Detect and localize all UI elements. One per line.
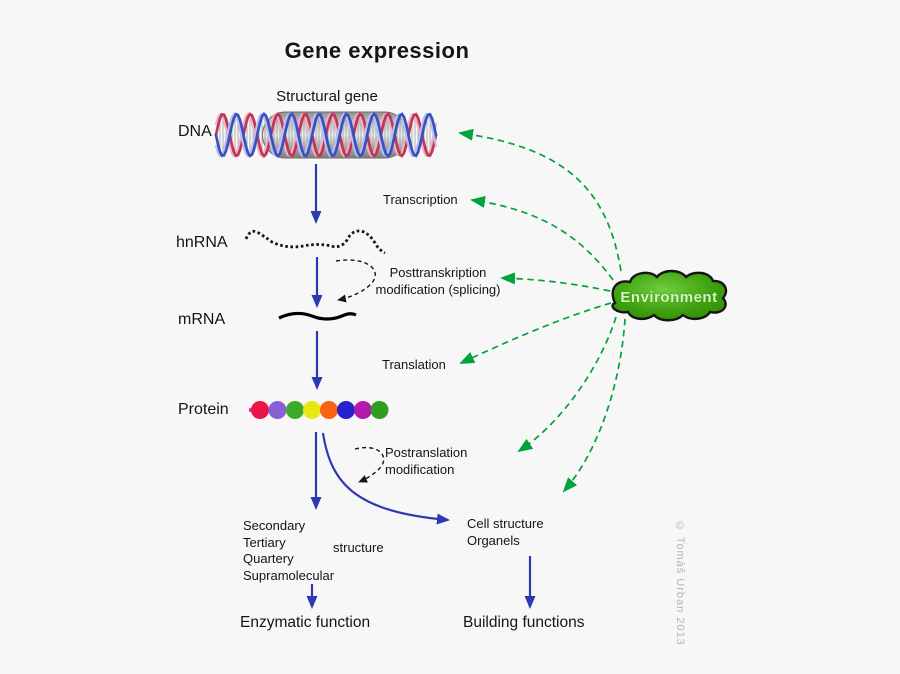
dna-helix-graphic [214,111,438,159]
env-arrow-to-posttranslation [517,316,617,453]
translation-label: Translation [382,357,446,372]
page-title: Gene expression [284,38,470,63]
environment-arrows [458,128,626,493]
dna-label: DNA [178,123,212,140]
building-functions-label: Building functions [463,614,585,631]
structural-gene-label: Structural gene [276,88,378,105]
mrna-strand-graphic [278,311,357,321]
env-arrow-to-transcription [470,195,614,281]
protein-bead [320,401,338,419]
structure-level-tertiary: Tertiary [243,534,286,550]
hnrna-label: hnRNA [176,234,228,251]
env-arrow-to-translation [459,302,612,364]
protein-chain-graphic [249,401,391,419]
posttranslation-line2: modification [385,461,455,477]
protein-label: Protein [178,401,229,418]
cell-structure-line2: Organels [467,532,520,548]
arrow-protein-to-cell-structure [321,432,450,525]
protein-bead [337,401,355,419]
protein-bead [268,401,287,419]
protein-bead [354,401,372,419]
structure-level-quartery: Quartery [243,551,294,566]
protein-bead [370,401,389,419]
modification-loops [335,259,385,483]
transcription-label: Transcription [383,192,458,207]
enzymatic-function-label: Enzymatic function [240,614,371,631]
posttranslation-line1: Postranslation [385,445,468,460]
posttranscription-line2: modification (splicing) [375,281,501,297]
structure-word-label: structure [333,540,384,555]
protein-bead [286,401,304,419]
structure-level-supramolecular: Supramolecular [243,567,335,583]
copyright-text: © Tomáš Urban 2013 [674,520,686,646]
posttranscription-line1: Posttranskription [389,265,487,280]
hnrna-strand-graphic [244,229,386,255]
env-arrow-to-splicing [500,272,611,292]
environment-cloud [611,269,728,322]
env-arrow-to-dna [458,128,622,272]
flow-arrows [306,164,536,609]
environment-label: Environment [620,289,718,306]
mrna-label: mRNA [178,311,226,328]
protein-bead [251,401,269,419]
splicing-loop-arrow [335,259,376,303]
cell-structure-line1: Cell structure [467,516,544,531]
env-arrow-to-cell-structure [562,318,626,493]
posttranslation-loop-arrow [354,446,385,483]
protein-bead [303,401,321,419]
structure-level-secondary: Secondary [243,518,306,533]
